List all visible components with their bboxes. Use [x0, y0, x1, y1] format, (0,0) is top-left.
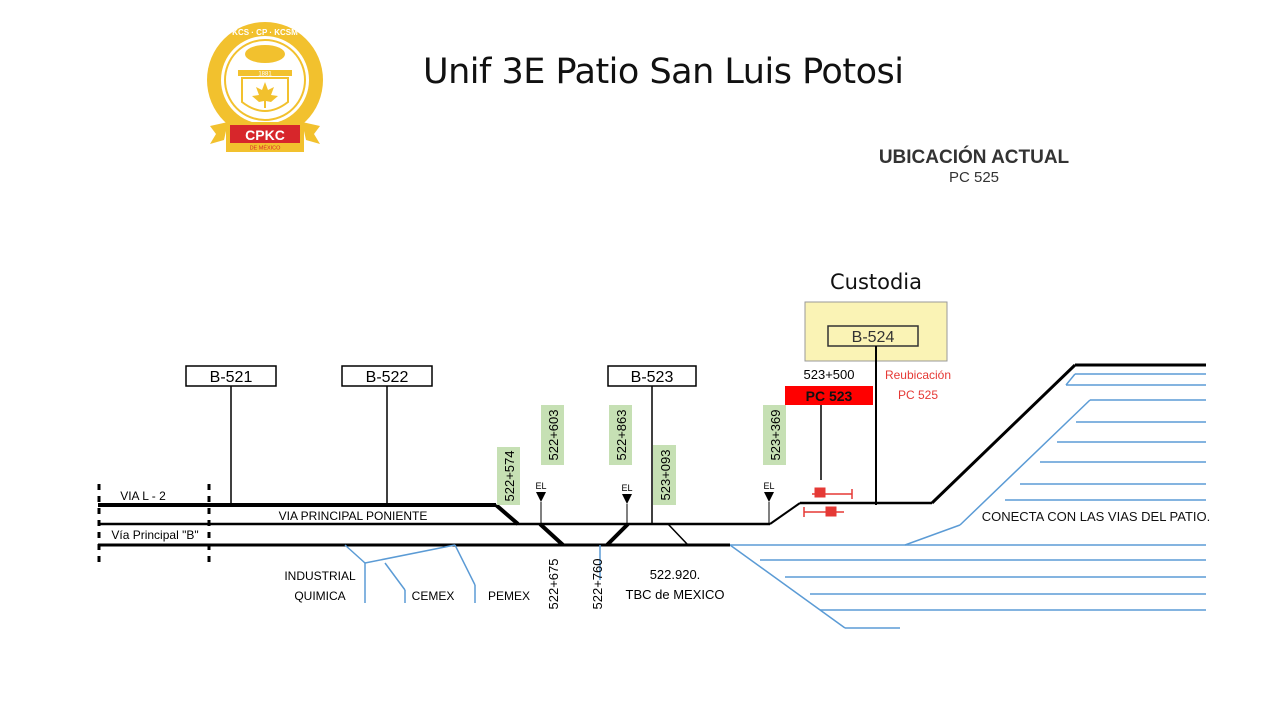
- km-tag-523-369: [763, 405, 786, 465]
- ubicacion-heading: UBICACIÓN ACTUAL: [879, 146, 1070, 168]
- logo-top-arc: KCS · CP · KCSM: [232, 28, 298, 37]
- pc523-label: PC 523: [806, 388, 853, 404]
- label-tbc-km: 522.920.: [650, 567, 701, 582]
- block-b521-label: B-521: [210, 369, 253, 386]
- main-tracks: [98, 363, 1206, 547]
- block-b522-label: B-522: [366, 369, 409, 386]
- page-title: Unif 3E Patio San Luis Potosi: [423, 52, 904, 92]
- km-tag-522-863-label: 522+863: [614, 410, 629, 461]
- pc523-box: [785, 386, 873, 405]
- logo-brand: CPKC: [245, 127, 285, 143]
- industry-branches: [344, 544, 601, 603]
- cpkc-logo: KCS · CP · KCSM 1881 CPKC DE MÉXICO: [207, 22, 323, 152]
- beaver-icon: [245, 45, 285, 63]
- block-b523-label: B-523: [631, 369, 674, 386]
- el-marker-3-label: EL: [763, 481, 774, 491]
- km-522-760: 522+760: [590, 559, 605, 610]
- label-cemex: CEMEX: [412, 589, 455, 603]
- el-marker-3-icon: [764, 492, 774, 502]
- km-tag-523-093: [653, 445, 676, 505]
- km-tags: 522+574 522+603 522+863 523+093 523+369: [497, 405, 786, 505]
- km-tag-523-093-label: 523+093: [658, 450, 673, 501]
- label-via-principal-b: Vía Principal "B": [111, 528, 198, 542]
- signal-icon: [803, 487, 853, 517]
- km-522-675: 522+675: [546, 559, 561, 610]
- km-tag-523-369-label: 523+369: [768, 410, 783, 461]
- reubicacion-line1: Reubicación: [885, 368, 951, 382]
- el-markers: EL EL EL: [535, 481, 775, 524]
- km-tag-522-574: [497, 447, 520, 505]
- km-tag-522-603: [541, 405, 564, 465]
- km-tag-522-603-label: 522+603: [546, 410, 561, 461]
- km-tag-522-574-label: 522+574: [502, 451, 517, 502]
- pc523-km: 523+500: [804, 367, 855, 382]
- ubicacion-value: PC 525: [949, 169, 999, 186]
- logo-year: 1881: [258, 72, 272, 78]
- reubicacion-line2: PC 525: [898, 388, 938, 402]
- label-tbc: TBC de MEXICO: [626, 587, 725, 602]
- el-marker-1-label: EL: [535, 481, 546, 491]
- label-via-l2: VIA L - 2: [120, 489, 166, 503]
- logo-sub: DE MÉXICO: [250, 145, 282, 152]
- maple-leaf-icon: [252, 82, 278, 108]
- custodia-box-label: B-524: [852, 329, 895, 346]
- el-marker-1-icon: [536, 492, 546, 502]
- label-quimica: QUIMICA: [294, 589, 345, 603]
- label-pemex: PEMEX: [488, 589, 530, 603]
- el-marker-2-icon: [622, 494, 632, 504]
- label-via-principal-poniente: VIA PRINCIPAL PONIENTE: [279, 509, 428, 523]
- km-tag-522-863: [609, 405, 632, 465]
- custodia-box: [827, 325, 919, 347]
- yard-lines: [729, 373, 1206, 629]
- label-conecta: CONECTA CON LAS VIAS DEL PATIO.: [982, 509, 1211, 524]
- el-marker-2-label: EL: [621, 483, 632, 493]
- label-industrial: INDUSTRIAL: [284, 569, 356, 583]
- custodia-label: Custodia: [830, 270, 922, 294]
